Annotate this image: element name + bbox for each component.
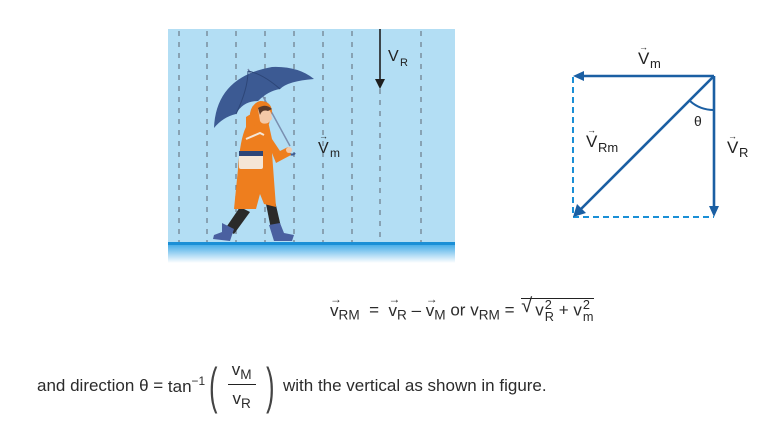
vm-vector-term: →v bbox=[425, 292, 438, 320]
svg-text:→: → bbox=[639, 42, 648, 52]
vrm-resultant-arrow bbox=[573, 75, 715, 217]
right-boot bbox=[269, 223, 294, 241]
velocity-ratio-fraction: vM vR bbox=[227, 360, 256, 411]
svg-text:V: V bbox=[638, 49, 650, 68]
svg-text:R: R bbox=[739, 145, 748, 160]
left-boot bbox=[213, 223, 234, 241]
svg-text:V: V bbox=[388, 48, 399, 65]
svg-text:m: m bbox=[330, 146, 340, 160]
rain-scene-illustration: V → m V R bbox=[168, 29, 455, 263]
direction-formula: and direction θ = tan−1 ( vM vR ) with t… bbox=[37, 357, 547, 414]
rain-lines bbox=[178, 31, 422, 242]
svg-text:V: V bbox=[586, 132, 598, 151]
walking-woman-figure bbox=[213, 101, 294, 241]
vr-vector-term: →v bbox=[388, 292, 401, 320]
vm-label: V → m bbox=[638, 42, 661, 71]
svg-text:→: → bbox=[728, 131, 737, 141]
vm-vector-arrow bbox=[573, 71, 714, 81]
vr-label: V → R bbox=[727, 131, 748, 160]
arctan: tan−1 bbox=[167, 374, 206, 397]
svg-text:V: V bbox=[318, 140, 329, 157]
vrm-label: V → Rm bbox=[586, 125, 618, 155]
svg-text:V: V bbox=[727, 138, 739, 157]
svg-text:R: R bbox=[400, 57, 408, 69]
vrm-vector-term: →v bbox=[330, 292, 342, 320]
rain-velocity-label: V R bbox=[388, 48, 408, 69]
walker-velocity-label: V → m bbox=[318, 131, 340, 160]
rain-velocity-arrow bbox=[375, 29, 385, 89]
theta-arc bbox=[689, 100, 715, 111]
svg-text:→: → bbox=[319, 131, 328, 141]
svg-text:→: → bbox=[587, 125, 596, 135]
vector-triangle-diagram: V → m θ V → Rm V → R bbox=[560, 40, 760, 230]
svg-text:Rm: Rm bbox=[598, 140, 618, 155]
sky-background bbox=[168, 29, 455, 244]
vr-vector-arrow bbox=[709, 76, 719, 217]
theta-label: θ bbox=[694, 113, 702, 129]
svg-text:m: m bbox=[650, 56, 661, 71]
